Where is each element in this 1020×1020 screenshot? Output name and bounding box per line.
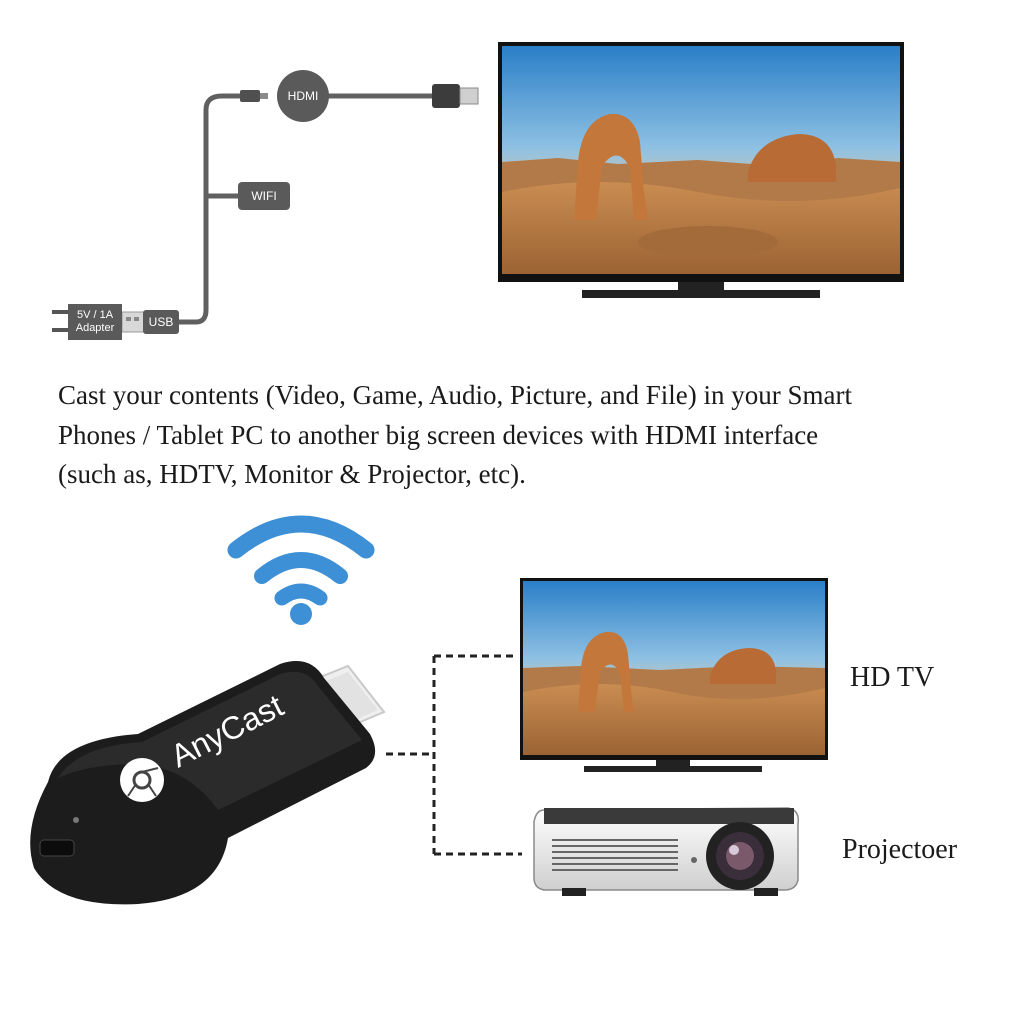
- wifi-label: WIFI: [251, 189, 277, 203]
- rock-arch: [574, 113, 648, 220]
- hd-tv-label: HD TV: [850, 662, 935, 693]
- description-line: Cast your contents (Video, Game, Audio, …: [58, 380, 852, 410]
- tv-stand: [582, 290, 820, 298]
- projector: [533, 807, 800, 896]
- usb-label: USB: [148, 315, 174, 329]
- usb-plug-metal: [121, 311, 145, 333]
- description-line: (such as, HDTV, Monitor & Projector, etc…: [58, 459, 526, 489]
- anycast-dongle: AnyCast: [30, 661, 386, 905]
- power-adapter: 5V / 1A Adapter: [68, 304, 122, 340]
- usb-cable: [178, 93, 242, 325]
- hdmi-label: HDMI: [287, 89, 319, 103]
- micro-usb-plug: [240, 90, 260, 102]
- projector-vent: [552, 839, 678, 871]
- dongle-led: [73, 817, 79, 823]
- description-line: Phones / Tablet PC to another big screen…: [58, 419, 819, 450]
- hdmi-dongle-circle: HDMI: [277, 70, 329, 122]
- wifi-icon: [227, 515, 375, 625]
- projector-label: Projectoer: [842, 834, 958, 865]
- top-tv: [498, 42, 904, 304]
- usb-plug-tag: USB: [143, 310, 179, 334]
- adapter-rating-label: 5V / 1A: [76, 309, 114, 321]
- cable-diagram: [52, 84, 479, 333]
- adapter-label: Adapter: [75, 322, 115, 334]
- dongle-micro-usb-port: [39, 839, 75, 857]
- wifi-antenna-tag: WIFI: [238, 182, 290, 210]
- adapter-prong: [52, 310, 68, 314]
- chrome-logo-icon: [120, 758, 164, 802]
- connector-lines: [386, 654, 522, 856]
- hdmi-plug: [432, 84, 460, 108]
- description-text: Cast your contents (Video, Game, Audio, …: [58, 376, 988, 495]
- hd-tv: [520, 578, 828, 776]
